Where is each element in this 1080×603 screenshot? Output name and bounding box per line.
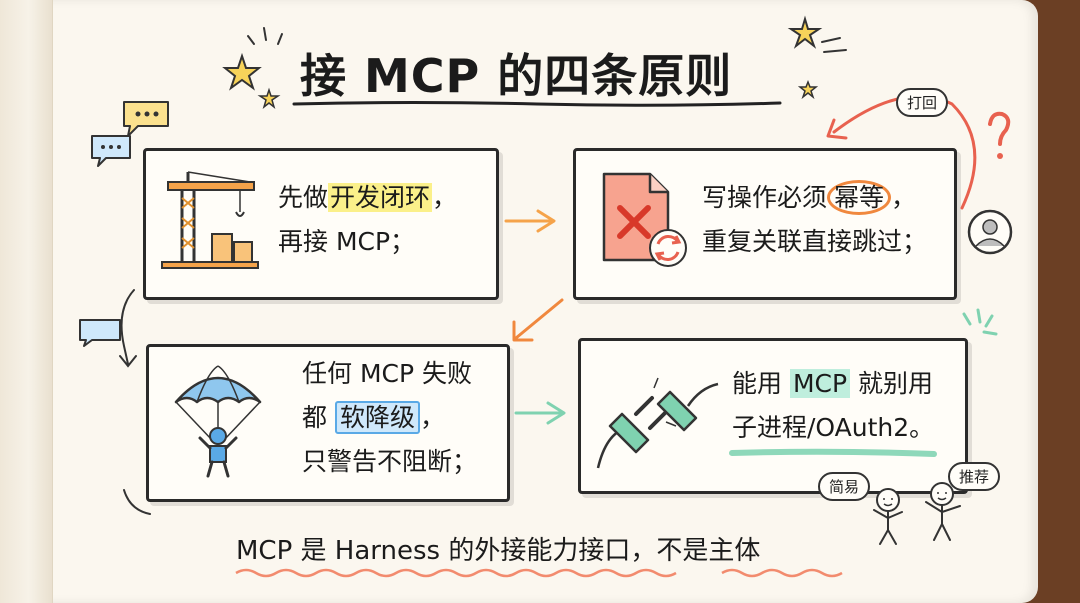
spark-lines xyxy=(247,27,283,45)
card-3-text: 任何 MCP 失败 都 软降级， 只警告不阻断； xyxy=(302,359,478,476)
arrow-icon xyxy=(512,298,564,342)
star-icon xyxy=(797,79,819,100)
notebook-page xyxy=(0,0,1038,603)
footer-wavy-underline xyxy=(721,568,843,578)
stick-person-icon xyxy=(925,482,961,541)
spark-lines xyxy=(962,308,998,336)
card-4-underline xyxy=(729,448,937,457)
principle-card-1 xyxy=(143,148,499,300)
user-avatar-icon xyxy=(967,209,1013,255)
simple-tag: 简易 xyxy=(818,472,871,501)
spark-lines xyxy=(821,37,847,53)
parachute-person-icon xyxy=(174,365,262,478)
principle-card-4 xyxy=(578,338,968,494)
idempotent-highlight: 幂等 xyxy=(827,180,892,215)
star-icon xyxy=(787,15,823,49)
speech-bubble-icon xyxy=(123,101,169,137)
star-icon xyxy=(222,52,262,91)
notebook-binding xyxy=(0,0,53,603)
card-1-text: 先做开发闭环， 再接 MCP； xyxy=(278,183,458,256)
curved-arrow xyxy=(119,289,137,368)
speech-bubble-icon xyxy=(79,319,121,347)
title-underline xyxy=(292,101,782,107)
page-title: 接 MCP 的四条原则 xyxy=(300,49,733,103)
crane-icon xyxy=(161,171,259,269)
footer-wavy-underline xyxy=(235,568,677,578)
bounce-arrow xyxy=(826,94,977,210)
star-icon xyxy=(257,87,281,110)
curved-arrow xyxy=(123,489,151,515)
arrow-icon xyxy=(504,209,556,233)
stick-person-icon xyxy=(873,488,903,545)
recommend-tag: 推荐 xyxy=(948,462,1001,491)
question-mark-icon xyxy=(988,111,1011,159)
card-2-text: 写操作必须幂等， 重复关联直接跳过； xyxy=(702,176,927,264)
speech-bubble-icon xyxy=(91,135,131,167)
card-4-text: 能用 MCP 就别用 子进程/OAuth2。 xyxy=(732,369,935,442)
arrow-icon xyxy=(514,401,566,425)
document-x-icon xyxy=(602,172,687,267)
footer-statement: MCP 是 Harness 的外接能力接口，不是主体 xyxy=(236,536,761,566)
plug-icon xyxy=(596,377,719,469)
bounce-tag: 打回 xyxy=(896,88,949,117)
principle-card-3 xyxy=(146,344,510,502)
